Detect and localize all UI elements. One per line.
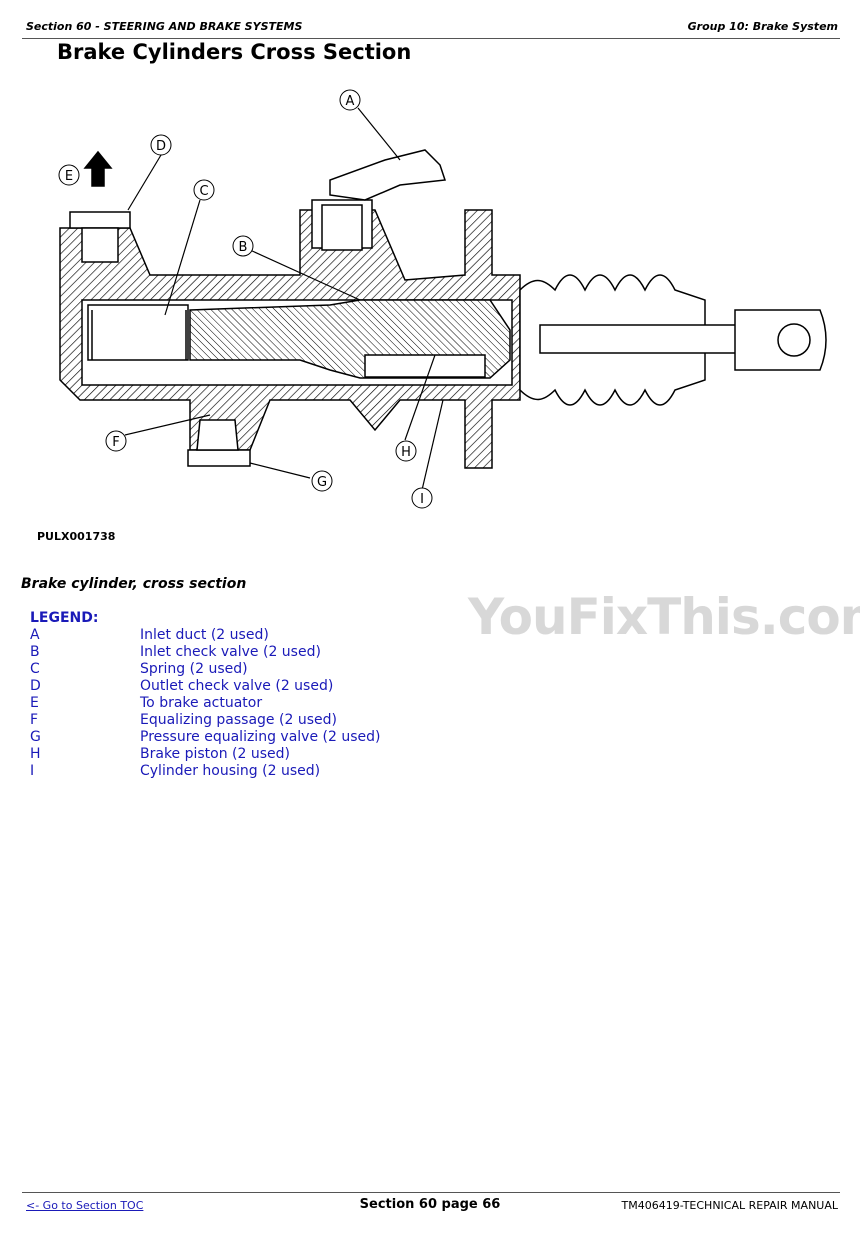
callout-a: A	[339, 89, 361, 111]
legend-label: Equalizing passage (2 used)	[140, 712, 337, 728]
svg-text:F: F	[112, 435, 119, 450]
svg-text:C: C	[199, 184, 208, 199]
figure-caption: Brake cylinder, cross section	[21, 576, 247, 592]
callout-c: C	[193, 179, 215, 201]
legend-key: F	[30, 712, 39, 728]
legend-item: A Inlet duct (2 used)	[30, 627, 380, 644]
legend-label: Pressure equalizing valve (2 used)	[140, 729, 381, 745]
legend-key: A	[30, 627, 40, 643]
svg-text:I: I	[420, 492, 424, 507]
callout-f: F	[105, 430, 127, 452]
group-header: Group 10: Brake System	[687, 20, 838, 33]
brake-cylinder-diagram: A B C D E F G H I	[58, 89, 827, 509]
legend-item: E To brake actuator	[30, 695, 380, 712]
header-divider	[22, 38, 840, 39]
watermark: YouFixThis.com	[468, 588, 860, 646]
page-number: Section 60 page 66	[359, 1197, 501, 1212]
legend-item: I Cylinder housing (2 used)	[30, 763, 380, 780]
manual-id: TM406419-TECHNICAL REPAIR MANUAL	[621, 1199, 838, 1212]
svg-text:B: B	[239, 240, 248, 255]
legend-label: To brake actuator	[140, 695, 263, 711]
legend-label: Inlet duct (2 used)	[140, 627, 269, 643]
legend-title: LEGEND:	[30, 610, 99, 626]
callout-e: E	[58, 164, 80, 186]
callout-d: D	[150, 134, 172, 156]
legend-label: Outlet check valve (2 used)	[140, 678, 334, 694]
legend: LEGEND: A Inlet duct (2 used) B Inlet chec…	[30, 610, 380, 780]
figure-id: PULX001738	[37, 530, 116, 543]
legend-label: Inlet check valve (2 used)	[140, 644, 321, 660]
svg-text:H: H	[401, 445, 411, 460]
svg-text:D: D	[156, 139, 166, 154]
callout-b: B	[232, 235, 254, 257]
legend-item: H Brake piston (2 used)	[30, 746, 380, 763]
legend-item: C Spring (2 used)	[30, 661, 380, 678]
legend-key: C	[30, 661, 40, 677]
legend-item: G Pressure equalizing valve (2 used)	[30, 729, 380, 746]
callout-i: I	[411, 487, 433, 509]
section-toc-link[interactable]: <- Go to Section TOC	[26, 1199, 144, 1212]
legend-key: B	[30, 644, 40, 660]
legend-label: Brake piston (2 used)	[140, 746, 291, 762]
svg-text:A: A	[346, 94, 355, 109]
svg-text:E: E	[65, 169, 73, 184]
legend-key: D	[30, 678, 41, 694]
legend-key: H	[30, 746, 41, 762]
legend-item: B Inlet check valve (2 used)	[30, 644, 380, 661]
legend-label: Spring (2 used)	[140, 661, 248, 677]
legend-item: F Equalizing passage (2 used)	[30, 712, 380, 729]
footer-divider	[22, 1192, 840, 1193]
legend-key: I	[30, 763, 35, 779]
legend-key: E	[30, 695, 39, 711]
callout-labels: A B C D E F G H I	[58, 89, 433, 509]
callout-g: G	[311, 470, 333, 492]
legend-label: Cylinder housing (2 used)	[140, 763, 321, 779]
legend-item: D Outlet check valve (2 used)	[30, 678, 380, 695]
page-title: Brake Cylinders Cross Section	[57, 40, 412, 64]
section-header: Section 60 - STEERING AND BRAKE SYSTEMS	[26, 20, 303, 33]
svg-text:G: G	[317, 475, 327, 490]
callout-h: H	[395, 440, 417, 462]
legend-key: G	[30, 729, 41, 745]
